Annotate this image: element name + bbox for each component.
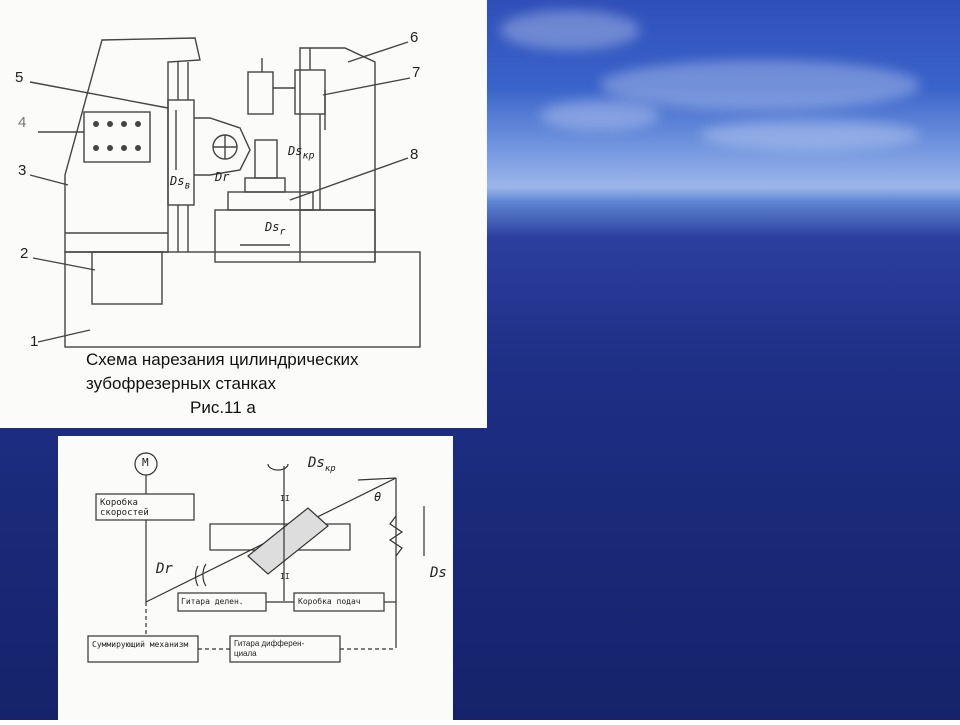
machine-column: [64, 37, 201, 253]
shaft-mark-upper: II: [280, 494, 290, 503]
support-bracket: [247, 71, 274, 115]
motion-label-ds-r: Dsr: [265, 220, 286, 238]
callout-8: 8: [410, 146, 419, 163]
callout-2: 2: [20, 245, 29, 262]
machine-drawing: [29, 37, 421, 348]
machine-drawing-panel: 1 2 3 4 5 6 7 8 Dsв Dr Dsкр Dsr Схема на…: [0, 0, 487, 428]
motion-label-dr: Dr: [215, 170, 230, 184]
hob-head: [194, 117, 251, 176]
callout-6: 6: [410, 29, 419, 46]
bed-cabinet: [91, 251, 163, 305]
shaft-mark-lower: II: [280, 572, 290, 581]
kinematic-scheme: [87, 452, 425, 663]
workpiece-arbor: [254, 139, 278, 179]
ds-kp-label: Dsкр: [308, 455, 336, 474]
theta-label: θ: [374, 490, 382, 504]
hob-slide: [167, 99, 195, 206]
figure-number: Рис.11 а: [190, 398, 256, 417]
machine-bed: [64, 251, 421, 348]
diff-gear-label: Гитара дифферен- циала: [234, 639, 305, 658]
control-panel: [83, 111, 151, 163]
motion-label-ds-b: Dsв: [170, 174, 191, 192]
work-table: [214, 209, 376, 263]
ds-label: Ds: [430, 565, 447, 581]
hob-cutter: [247, 507, 329, 575]
speed-box: [95, 493, 195, 521]
callout-1: 1: [30, 333, 39, 350]
caption-line-1: Схема нарезания цилиндрических: [86, 350, 359, 369]
callout-4: 4: [18, 114, 27, 131]
division-gear-label: Гитара делен.: [181, 597, 244, 606]
callout-5: 5: [15, 69, 24, 86]
callout-7: 7: [412, 64, 421, 81]
motion-label-ds-kp: Dsкр: [288, 144, 315, 162]
speed-box-label: Коробка скоростей: [100, 498, 149, 518]
feed-box-label: Коробка подач: [298, 597, 361, 606]
kinematic-scheme-panel: M Коробка скоростей Гитара делен. Коробк…: [58, 436, 453, 720]
outer-support: [299, 47, 376, 262]
dr-label: Dr: [156, 561, 173, 577]
caption-line-2: зубофрезерных станках: [86, 374, 277, 393]
motor-label: M: [142, 456, 149, 469]
summing-mech-label: Суммирующий механизм: [92, 640, 189, 649]
callout-3: 3: [18, 162, 27, 179]
